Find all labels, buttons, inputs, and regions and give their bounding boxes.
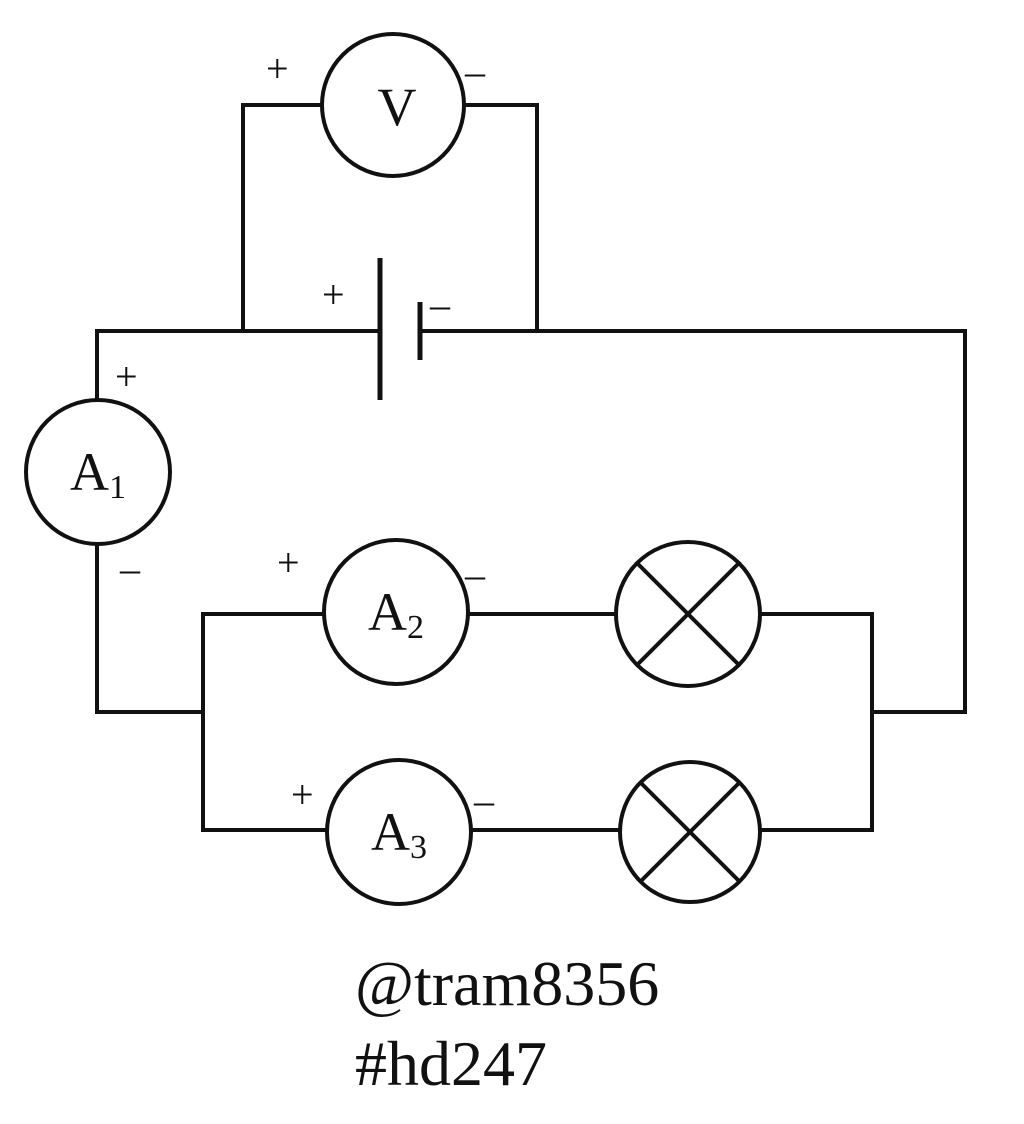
lamp-1-cross-b — [635, 561, 741, 667]
ammeter-a2: A2 + – — [277, 538, 486, 686]
ammeter-a1-circle — [24, 398, 172, 546]
ammeter-a3-label: A3 — [371, 802, 427, 866]
voltmeter-circle — [320, 32, 466, 178]
ammeter-a1: A1 + – — [24, 354, 172, 591]
voltmeter-label: V — [378, 77, 417, 137]
battery: + – — [322, 258, 451, 400]
ammeter-a1-plus-sign: + — [115, 354, 138, 399]
watermark: @tram8356 #hd247 — [355, 948, 659, 1099]
watermark-line-1: @tram8356 — [355, 948, 659, 1019]
wire-right-return — [870, 329, 967, 714]
ammeter-a2-circle — [322, 538, 470, 686]
lamp-2 — [618, 760, 762, 904]
ammeter-a3-plus-sign: + — [291, 772, 314, 817]
watermark-line-2: #hd247 — [355, 1028, 547, 1099]
ammeter-a2-label: A2 — [368, 582, 424, 646]
voltmeter-minus-sign: – — [464, 49, 486, 94]
ammeter-a3-circle — [325, 758, 473, 906]
voltmeter-plus-sign: + — [266, 46, 289, 91]
battery-minus-sign: – — [429, 282, 451, 327]
voltmeter: V + – — [266, 32, 486, 178]
ammeter-a1-minus-sign: – — [119, 546, 141, 591]
wire-left-lower — [95, 542, 205, 714]
ammeter-a1-label: A1 — [70, 442, 126, 506]
lamp-1 — [614, 540, 762, 688]
ammeter-a2-minus-sign: – — [464, 552, 486, 597]
ammeter-a2-plus-sign: + — [277, 540, 300, 585]
wires — [95, 103, 967, 832]
wire-voltmeter-right — [462, 103, 539, 333]
ammeter-a3: A3 + – — [291, 758, 495, 906]
wire-voltmeter-left — [241, 103, 324, 333]
ammeter-a3-minus-sign: – — [473, 778, 495, 823]
battery-plus-sign: + — [322, 272, 345, 317]
lamp-2-cross-b — [638, 780, 742, 884]
